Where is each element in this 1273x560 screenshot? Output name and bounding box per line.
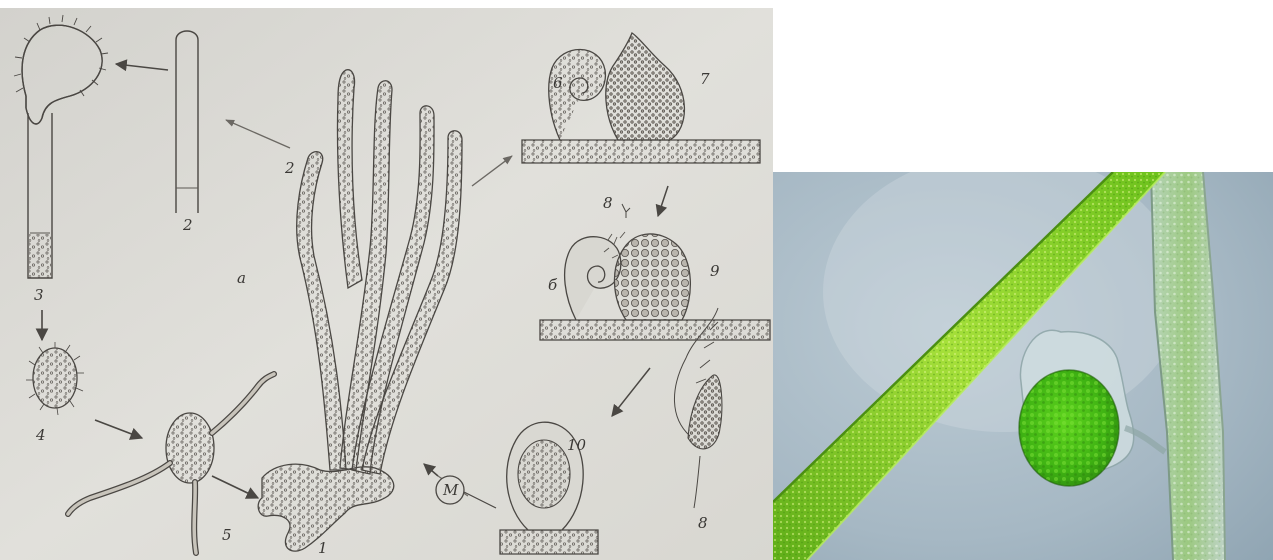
label-2-main: 2 xyxy=(284,159,295,177)
label-9: 9 xyxy=(710,262,720,280)
label-sub-a: а xyxy=(237,269,246,287)
label-sub-b: б xyxy=(548,276,558,294)
vaucheria-life-cycle-drawing: 3 2 а 2 4 5 xyxy=(0,8,773,560)
label-1: 1 xyxy=(318,539,328,557)
label-7: 7 xyxy=(700,70,710,88)
label-8-top: 8 xyxy=(603,194,613,212)
label-3: 3 xyxy=(34,286,44,304)
label-circle-m: М xyxy=(442,481,459,499)
label-4: 4 xyxy=(35,426,46,444)
label-2-zoom: 2 xyxy=(182,216,193,234)
label-10: 10 xyxy=(567,436,587,454)
label-6-top: 6 xyxy=(553,74,563,92)
label-5: 5 xyxy=(222,526,232,544)
label-8-bottom: 8 xyxy=(698,514,708,532)
vaucheria-micrograph xyxy=(773,172,1273,560)
